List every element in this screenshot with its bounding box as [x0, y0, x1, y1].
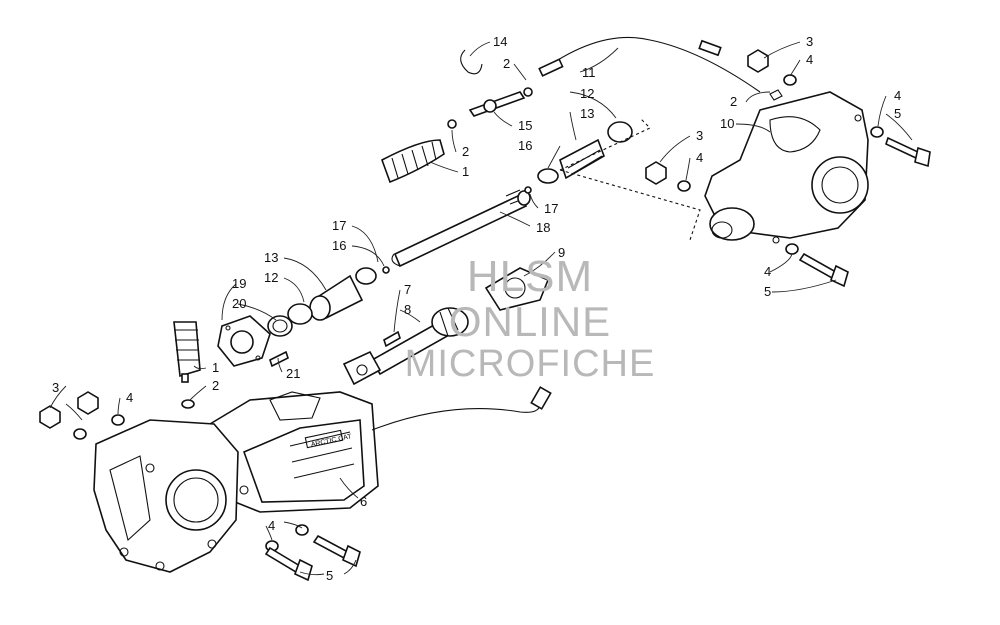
callout-2d: 2: [212, 378, 219, 393]
linkage-rod: [447, 87, 533, 129]
callout-17: 17: [544, 201, 558, 216]
callout-2c: 2: [462, 144, 469, 159]
rear-case-hardware: [645, 49, 931, 288]
callout-12: 12: [580, 86, 594, 101]
callout-16b: 16: [332, 238, 346, 253]
callout-20: 20: [232, 296, 246, 311]
callout-1: 1: [462, 164, 469, 179]
callout-16: 16: [518, 138, 532, 153]
callout-4f: 4: [764, 264, 771, 279]
callout-3c: 3: [52, 380, 59, 395]
callout-1b: 1: [212, 360, 219, 375]
callout-18: 18: [536, 220, 550, 235]
watermark-line-1: HLSM: [466, 252, 594, 301]
callout-13: 13: [580, 106, 594, 121]
callout-3b: 3: [696, 128, 703, 143]
output-shaft: [342, 307, 469, 386]
callout-5: 5: [894, 106, 901, 121]
front-case-hardware: [39, 391, 361, 582]
callout-17b: 17: [332, 218, 346, 233]
callout-5b: 5: [326, 568, 333, 583]
callout-7: 7: [404, 282, 411, 297]
bolt-7: [383, 330, 401, 348]
callout-9: 9: [558, 245, 565, 260]
cv-boot-upper: [537, 121, 633, 184]
transmission: ARCTIC CAT: [181, 386, 552, 513]
callout-13b: 13: [264, 250, 278, 265]
watermark: HLSM ONLINE MICROFICHE: [360, 252, 700, 385]
yoke: [484, 267, 550, 311]
callout-3: 3: [806, 34, 813, 49]
leader-lines: [49, 41, 913, 576]
bolt-21: [269, 350, 289, 368]
shift-cable: [460, 36, 761, 93]
boot-upper: [381, 139, 445, 184]
cv-boot-middle: [267, 266, 390, 337]
callout-4c: 4: [696, 150, 703, 165]
callout-15: 15: [518, 118, 532, 133]
callout-labels: 14 2 11 3 4 12 13 2 10 4 5 15 16 2 3 1 4…: [52, 34, 901, 583]
callout-14: 14: [493, 34, 507, 49]
callout-19: 19: [232, 276, 246, 291]
callout-2: 2: [503, 56, 510, 71]
callout-5c: 5: [764, 284, 771, 299]
callout-4e: 4: [268, 518, 275, 533]
callout-12b: 12: [264, 270, 278, 285]
driveshaft: [391, 186, 532, 268]
front-gear-case: [93, 419, 239, 573]
callout-2b: 2: [730, 94, 737, 109]
callout-6: 6: [360, 494, 367, 509]
watermark-line-3: MICROFICHE: [404, 343, 656, 385]
callout-4: 4: [806, 52, 813, 67]
callout-8: 8: [404, 302, 411, 317]
callout-11: 11: [582, 65, 596, 80]
callout-10: 10: [720, 116, 734, 131]
callout-21: 21: [286, 366, 300, 381]
flange-plate: [217, 315, 271, 367]
callout-4d: 4: [126, 390, 133, 405]
rear-gear-case: [704, 91, 869, 244]
watermark-line-2: ONLINE: [448, 298, 612, 345]
callout-4b: 4: [894, 88, 901, 103]
boot-lower: [173, 321, 201, 409]
